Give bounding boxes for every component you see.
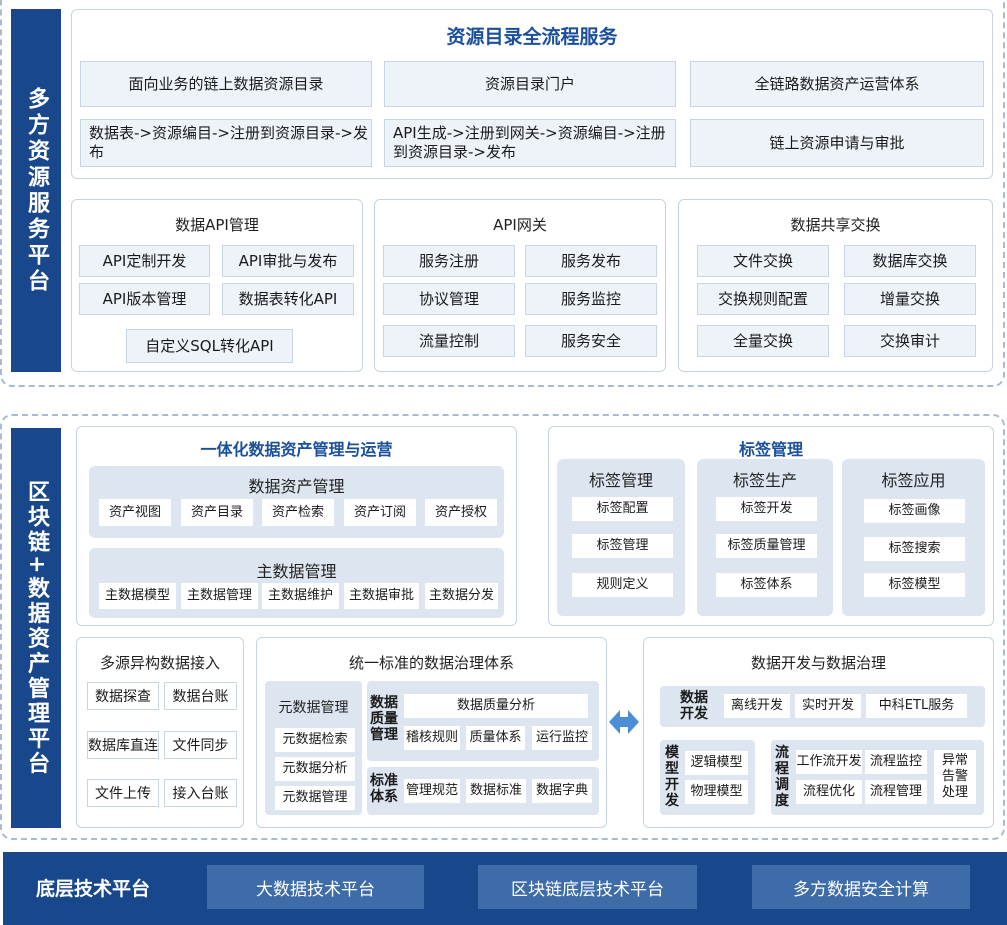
data-share-item-5[interactable]: 交换审计 <box>844 325 976 357</box>
bottom-item-2[interactable]: 多方数据安全计算 <box>752 865 970 909</box>
api-gateway-title: API网关 <box>493 216 547 234</box>
tags-col3-item-1[interactable]: 标签搜索 <box>864 537 965 561</box>
data-share-item-4[interactable]: 全量交换 <box>697 325 829 357</box>
asset-group2-item-3[interactable]: 主数据审批 <box>344 583 419 609</box>
asset-group1-title: 数据资产管理 <box>248 477 345 496</box>
dev-label: 数据开发 <box>680 690 708 722</box>
api-gateway-item-2[interactable]: 协议管理 <box>383 283 515 315</box>
governance-title: 统一标准的数据治理体系 <box>348 654 514 672</box>
api-mgmt-item-0[interactable]: API定制开发 <box>79 245 210 277</box>
quality-title[interactable]: 数据质量分析 <box>404 694 588 718</box>
tags-col3-item-2[interactable]: 标签模型 <box>864 573 965 597</box>
api-gateway-item-3[interactable]: 服务监控 <box>525 283 657 315</box>
flow-item-2[interactable]: 流程优化 <box>796 780 862 804</box>
api-mgmt-item-3[interactable]: 数据表转化API <box>222 283 354 315</box>
bottom-title: 底层技术平台 <box>36 878 151 900</box>
tags-col1-item-1[interactable]: 标签管理 <box>572 534 673 558</box>
ingest-item-1[interactable]: 数据台账 <box>164 682 237 710</box>
ingest-title: 多源异构数据接入 <box>99 654 220 672</box>
quality-item-1[interactable]: 质量体系 <box>466 726 525 750</box>
flow-item-1[interactable]: 流程监控 <box>865 750 927 774</box>
asset-group1-item-0[interactable]: 资产视图 <box>99 499 171 526</box>
data-share-title: 数据共享交换 <box>790 216 881 234</box>
std-item-2[interactable]: 数据字典 <box>532 779 592 803</box>
asset-group1-item-2[interactable]: 资产检索 <box>262 499 334 526</box>
tags-col1-item-0[interactable]: 标签配置 <box>572 497 673 521</box>
asset-title: 一体化数据资产管理与运营 <box>200 440 393 459</box>
quality-item-2[interactable]: 运行监控 <box>532 726 592 750</box>
api-gateway-item-4[interactable]: 流量控制 <box>383 325 515 357</box>
tags-col3-title: 标签应用 <box>881 471 946 490</box>
data-share-item-2[interactable]: 交换规则配置 <box>697 283 829 315</box>
tags-title: 标签管理 <box>738 440 803 459</box>
quality-item-0[interactable]: 稽核规则 <box>404 726 460 750</box>
ingest-item-2[interactable]: 数据库直连 <box>87 731 159 759</box>
std-item-0[interactable]: 管理规范 <box>404 779 460 803</box>
model-item-1[interactable]: 物理模型 <box>685 780 748 804</box>
api-gateway-item-5[interactable]: 服务安全 <box>525 325 657 357</box>
asset-group2-item-1[interactable]: 主数据管理 <box>181 583 258 609</box>
data-share-item-1[interactable]: 数据库交换 <box>844 245 976 277</box>
mid-section-frame <box>0 414 1005 840</box>
flow-label: 流程调度 <box>775 745 789 809</box>
asset-group1-item-4[interactable]: 资产授权 <box>425 499 497 526</box>
flow-item-3[interactable]: 流程管理 <box>865 780 927 804</box>
dev-item-2[interactable]: 中科ETL服务 <box>866 694 967 718</box>
asset-group2-item-0[interactable]: 主数据模型 <box>99 583 176 609</box>
bottom-item-1[interactable]: 区块链底层技术平台 <box>478 865 697 909</box>
ingest-item-0[interactable]: 数据探查 <box>87 682 159 710</box>
alert-box[interactable]: 异常告警处理 <box>934 750 976 804</box>
tags-col3-item-0[interactable]: 标签画像 <box>864 499 965 523</box>
meta-title: 元数据管理 <box>278 700 349 716</box>
catalog-item-5[interactable]: 链上资源申请与审批 <box>690 119 984 167</box>
ingest-item-4[interactable]: 文件上传 <box>87 779 159 807</box>
meta-item-0[interactable]: 元数据检索 <box>275 728 355 752</box>
api-mgmt-title: 数据API管理 <box>175 216 259 234</box>
asset-group2-title: 主数据管理 <box>256 562 337 581</box>
api-mgmt-item-4[interactable]: 自定义SQL转化API <box>126 329 293 363</box>
top-section-frame <box>0 0 1005 387</box>
tags-col1-title: 标签管理 <box>588 471 653 490</box>
quality-label: 数据质量管理 <box>370 695 398 743</box>
double-arrow-icon <box>609 710 639 734</box>
catalog-item-1[interactable]: 资源目录门户 <box>384 61 676 107</box>
api-mgmt-item-2[interactable]: API版本管理 <box>79 283 210 315</box>
model-item-0[interactable]: 逻辑模型 <box>685 751 748 775</box>
ingest-item-5[interactable]: 接入台账 <box>164 779 237 807</box>
bottom-item-0[interactable]: 大数据技术平台 <box>207 865 424 909</box>
model-label: 模型开发 <box>665 745 679 809</box>
std-label: 标准体系 <box>370 773 398 805</box>
tags-col2-item-0[interactable]: 标签开发 <box>716 497 817 521</box>
asset-group2-item-2[interactable]: 主数据维护 <box>262 583 339 609</box>
asset-group1-item-3[interactable]: 资产订阅 <box>344 499 416 526</box>
devgov-title: 数据开发与数据治理 <box>750 654 886 672</box>
flow-item-0[interactable]: 工作流开发 <box>796 750 862 774</box>
catalog-item-4[interactable]: API生成->注册到网关->资源编目->注册到资源目录->发布 <box>384 119 676 167</box>
api-mgmt-item-1[interactable]: API审批与发布 <box>222 245 354 277</box>
data-share-item-0[interactable]: 文件交换 <box>697 245 829 277</box>
catalog-item-2[interactable]: 全链路数据资产运营体系 <box>690 61 984 107</box>
catalog-title: 资源目录全流程服务 <box>446 26 618 48</box>
tags-col1-item-2[interactable]: 规则定义 <box>572 573 673 597</box>
dev-item-1[interactable]: 实时开发 <box>795 694 861 718</box>
dev-item-0[interactable]: 离线开发 <box>724 694 790 718</box>
data-share-item-3[interactable]: 增量交换 <box>844 283 976 315</box>
top-section-label: 多方资源服务平台 <box>11 9 61 372</box>
api-gateway-item-1[interactable]: 服务发布 <box>525 245 657 277</box>
mid-section-label: 区块链+数据资产管理平台 <box>11 428 61 828</box>
tags-col2-title: 标签生产 <box>732 471 797 490</box>
tags-col2-item-1[interactable]: 标签质量管理 <box>716 534 817 558</box>
ingest-item-3[interactable]: 文件同步 <box>164 731 237 759</box>
tags-col2-item-2[interactable]: 标签体系 <box>716 573 817 597</box>
std-item-1[interactable]: 数据标准 <box>466 779 526 803</box>
api-gateway-item-0[interactable]: 服务注册 <box>383 245 515 277</box>
catalog-item-3[interactable]: 数据表->资源编目->注册到资源目录->发布 <box>80 119 372 167</box>
asset-group1-item-1[interactable]: 资产目录 <box>181 499 253 526</box>
meta-item-1[interactable]: 元数据分析 <box>275 757 355 781</box>
catalog-item-0[interactable]: 面向业务的链上数据资源目录 <box>80 61 372 107</box>
meta-item-2[interactable]: 元数据管理 <box>275 786 355 810</box>
asset-group2-item-4[interactable]: 主数据分发 <box>425 583 498 609</box>
